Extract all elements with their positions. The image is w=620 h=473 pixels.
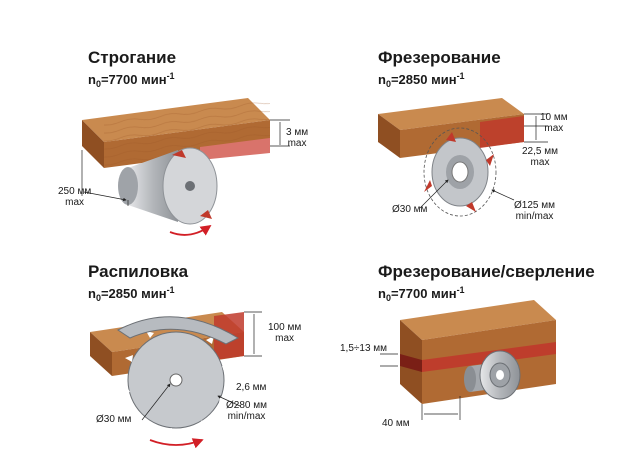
speed-symbol: n	[378, 286, 386, 301]
sawing-illustration	[90, 311, 262, 449]
dim-depth: 40 мм	[382, 418, 410, 429]
saw-blade	[117, 316, 240, 436]
speed-milling: n0=2850 мин-1	[378, 71, 465, 89]
dim-value: Ø280 мм	[226, 400, 267, 411]
dim-bore: Ø30 мм	[96, 414, 132, 425]
dim-note: max	[287, 138, 307, 149]
speed-subscript: 0	[385, 79, 391, 89]
dim-note: max	[544, 123, 564, 134]
cut-strip	[200, 138, 270, 160]
speed-value: =2850 мин	[100, 286, 167, 301]
dim-value: 10 мм	[540, 112, 568, 123]
speed-superscript: -1	[456, 71, 465, 81]
speed-superscript: -1	[456, 285, 465, 295]
panel-title-milling: Фрезерование	[378, 48, 501, 67]
dim-note: max	[530, 157, 550, 168]
milling-illustration	[378, 98, 548, 217]
cut-strip	[480, 116, 524, 148]
speed-value: =2850 мин	[390, 72, 457, 87]
panel-title-planing: Строгание	[88, 48, 177, 67]
planing-illustration	[81, 97, 290, 236]
panel-title-milling-drilling: Фрезерование/сверление	[378, 262, 595, 281]
planer-drum	[118, 147, 218, 225]
speed-value: =7700 мин	[100, 72, 167, 87]
speed-subscript: 0	[95, 293, 101, 303]
dim-value: 3 мм	[286, 127, 309, 138]
speed-superscript: -1	[166, 285, 175, 295]
speed-value: =7700 мин	[390, 286, 457, 301]
speed-sawing: n0=2850 мин-1	[88, 285, 175, 303]
dim-value: 100 мм	[268, 322, 302, 333]
milling-cutter	[423, 127, 497, 217]
speed-symbol: n	[88, 72, 96, 87]
speed-subscript: 0	[95, 79, 101, 89]
board-front	[82, 120, 104, 168]
speed-planing: n0=7700 мин-1	[88, 71, 175, 89]
dim-kerf: 2,6 мм	[236, 382, 267, 393]
dim-note: min/max	[227, 411, 266, 422]
drill-bit	[464, 350, 521, 400]
dim-bore: Ø30 мм	[392, 204, 428, 215]
rotation-arrow	[169, 224, 212, 236]
speed-subscript: 0	[385, 293, 391, 303]
dim-note: min/max	[515, 211, 554, 222]
speed-symbol: n	[378, 72, 386, 87]
speed-superscript: -1	[166, 71, 175, 81]
rotation-arrow	[149, 438, 204, 449]
speed-milling-drilling: n0=7700 мин-1	[378, 285, 465, 303]
dim-value: Ø125 мм	[514, 200, 555, 211]
drilling-illustration	[380, 300, 556, 420]
dim-note: max	[65, 197, 85, 208]
dim-range: 1,5÷13 мм	[340, 343, 388, 354]
dim-value: 250 мм	[58, 186, 92, 197]
speed-symbol: n	[88, 286, 96, 301]
dim-value: 22,5 мм	[522, 146, 558, 157]
panel-title-sawing: Распиловка	[88, 262, 189, 281]
dim-note: max	[275, 333, 295, 344]
